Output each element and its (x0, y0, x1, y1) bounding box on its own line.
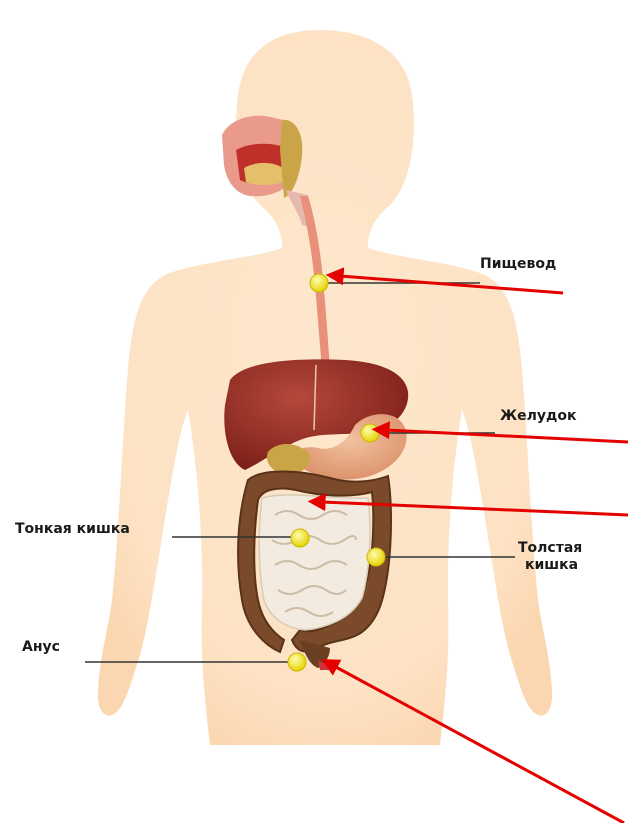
stomach-marker-icon (361, 424, 379, 442)
label-anus: Анус (22, 639, 60, 655)
label-large-intestine-line1: Толстая (518, 540, 582, 556)
label-large-intestine-line2: кишка (525, 557, 578, 573)
label-esophagus: Пищевод (480, 256, 556, 272)
label-stomach: Желудок (500, 408, 576, 424)
esophagus-marker-icon (310, 274, 328, 292)
oral-cavity (222, 116, 310, 228)
small-intestine-marker-icon (291, 529, 309, 547)
label-small-intestine: Тонкая кишка (15, 521, 130, 537)
anus-marker-icon (288, 653, 306, 671)
large-intestine-marker-icon (367, 548, 385, 566)
small-intestine (259, 495, 370, 630)
